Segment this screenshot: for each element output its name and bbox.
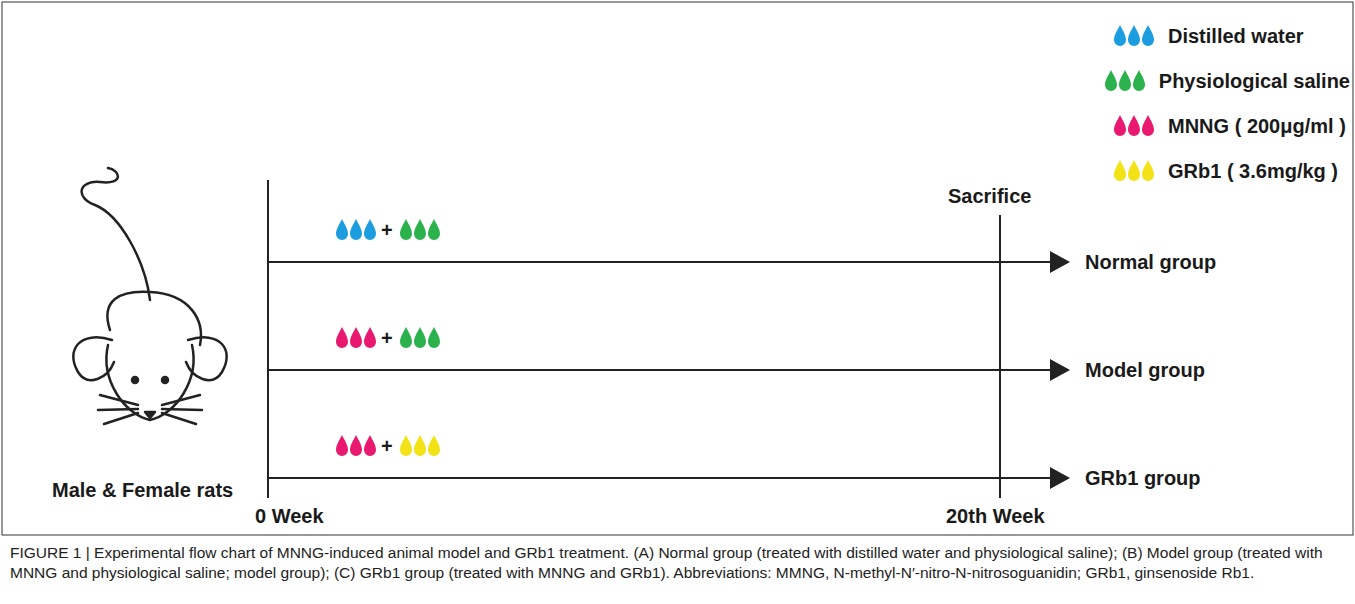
figure-frame: [2, 2, 1353, 535]
drop-swatch: [1112, 23, 1158, 49]
drop-swatch: [1103, 68, 1149, 94]
group-arrows: [268, 251, 1070, 489]
plus-sign: +: [381, 219, 393, 241]
drop-swatch: [1112, 113, 1158, 139]
legend-text: Distilled water: [1168, 25, 1304, 48]
time-label: 0 Week: [255, 505, 324, 527]
legend-item: Physiological saline: [1103, 68, 1350, 94]
group-label: GRb1 group: [1085, 467, 1201, 489]
treatment-drops: [336, 219, 440, 456]
legend-text: MNNG ( 200μg/ml ): [1168, 115, 1346, 138]
sacrifice-line: [999, 215, 1001, 498]
legend-item: MNNG ( 200μg/ml ): [1112, 113, 1346, 139]
legend-item: Distilled water: [1112, 23, 1304, 49]
animal-label: Male & Female rats: [52, 479, 233, 501]
group-label: Model group: [1085, 359, 1205, 381]
time-label: 20th Week: [946, 505, 1045, 527]
plus-sign: +: [381, 435, 393, 457]
legend-item: GRb1 ( 3.6mg/kg ): [1112, 158, 1338, 184]
start-line: [267, 180, 269, 498]
rat-illustration: [73, 168, 226, 424]
figure-caption: FIGURE 1 | Experimental flow chart of MN…: [10, 543, 1345, 583]
legend-text: Physiological saline: [1159, 70, 1350, 93]
time-point-label: Sacrifice: [948, 185, 1031, 207]
legend-text: GRb1 ( 3.6mg/kg ): [1168, 160, 1338, 183]
plus-sign: +: [381, 327, 393, 349]
group-label: Normal group: [1085, 251, 1216, 273]
drop-swatch: [1112, 158, 1158, 184]
